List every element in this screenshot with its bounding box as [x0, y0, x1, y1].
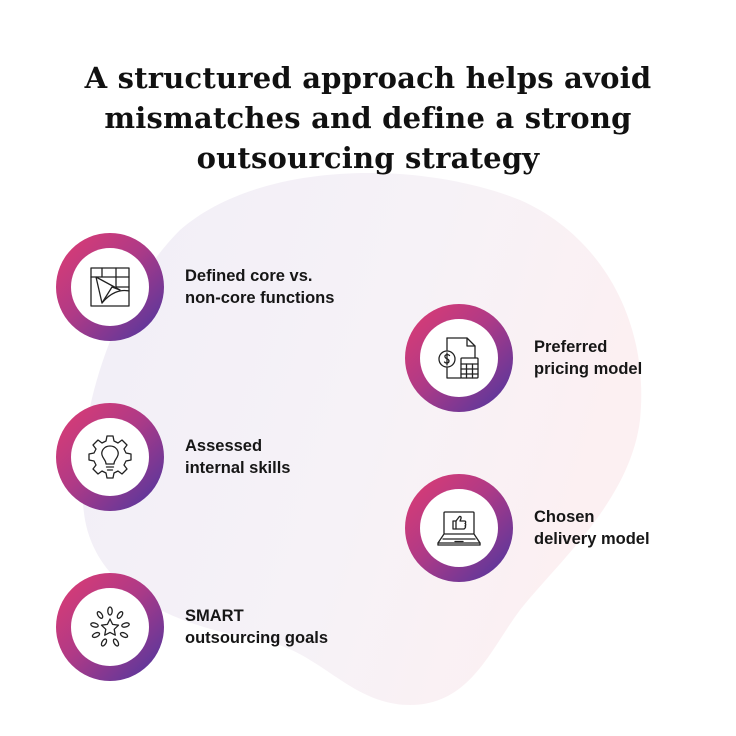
item-icon-holder: [71, 588, 149, 666]
star-laurel-icon: [90, 606, 130, 647]
title-line-3: outsourcing strategy: [196, 141, 540, 175]
item-ring: [56, 573, 164, 681]
item-smart-goals: SMART outsourcing goals: [56, 573, 328, 681]
title-line-2: mismatches and define a strong: [104, 101, 632, 135]
item-icon-holder: [420, 319, 498, 397]
item-label-line-1: SMART: [185, 607, 244, 625]
laptop-thumbs-up-icon: [437, 511, 481, 546]
item-ring: [405, 304, 513, 412]
item-pricing-model: Preferred pricing model: [405, 304, 642, 412]
item-label: Defined core vs. non-core functions: [185, 265, 334, 309]
flowchart-chart-icon: [90, 267, 130, 307]
item-label: Preferred pricing model: [534, 336, 642, 380]
item-icon-holder: [420, 489, 498, 567]
item-delivery-model: Chosen delivery model: [405, 474, 650, 582]
item-label-line-2: internal skills: [185, 459, 291, 477]
item-core-functions: Defined core vs. non-core functions: [56, 233, 334, 341]
item-label-line-1: Assessed: [185, 437, 263, 455]
item-ring: [405, 474, 513, 582]
item-ring: [56, 233, 164, 341]
item-label: SMART outsourcing goals: [185, 605, 328, 649]
item-label-line-2: delivery model: [534, 530, 650, 548]
item-label-line-1: Preferred: [534, 338, 608, 356]
item-label-line-2: outsourcing goals: [185, 629, 329, 647]
item-label-line-2: pricing model: [534, 360, 643, 378]
gear-lightbulb-icon: [88, 435, 132, 479]
item-label: Chosen delivery model: [534, 506, 650, 550]
item-label-line-1: Chosen: [534, 508, 595, 526]
invoice-calculator-icon: [438, 337, 479, 379]
item-ring: [56, 403, 164, 511]
item-icon-holder: [71, 248, 149, 326]
title-line-1: A structured approach helps avoid: [84, 61, 652, 95]
item-label-line-2: non-core functions: [185, 289, 335, 307]
item-label: Assessed internal skills: [185, 435, 290, 479]
item-internal-skills: Assessed internal skills: [56, 403, 290, 511]
page-title: A structured approach helps avoid mismat…: [60, 58, 676, 178]
item-label-line-1: Defined core vs.: [185, 267, 313, 285]
item-icon-holder: [71, 418, 149, 496]
